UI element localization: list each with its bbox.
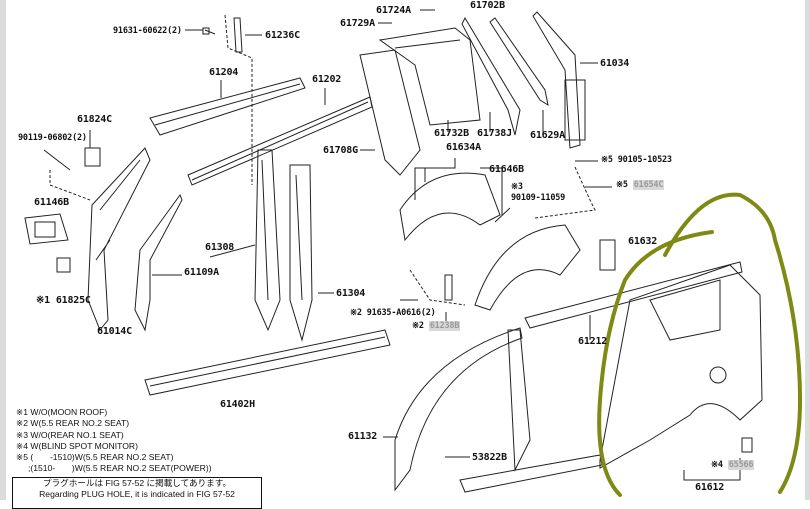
part-65566 xyxy=(741,437,753,453)
part-61034 xyxy=(532,11,586,149)
label-90105-10523[interactable]: ※5 90105-10523 xyxy=(601,155,672,165)
label-91635-A0616[interactable]: ※2 91635-A0616(2) xyxy=(350,308,436,318)
part-61014C xyxy=(87,147,151,331)
label-61034[interactable]: 61034 xyxy=(600,58,630,69)
note-mark: ※2 xyxy=(412,321,424,331)
part-61146B xyxy=(24,213,69,245)
plug-hole-note-en: Regarding PLUG HOLE, it is indicated in … xyxy=(39,489,235,499)
part-61236C xyxy=(233,17,243,53)
label-53822B[interactable]: 53822B xyxy=(472,452,507,463)
part-61634A xyxy=(399,172,501,242)
label-90119-06802[interactable]: 90119-06802(2) xyxy=(18,133,87,143)
label-61646B[interactable]: 61646B xyxy=(489,164,524,175)
label-91631-60622[interactable]: 91631-60622(2) xyxy=(113,26,182,36)
right-frame-edge xyxy=(805,0,810,500)
part-61708G xyxy=(359,49,421,176)
footnote: ※4 W(BLIND SPOT MONITOR) xyxy=(16,440,138,451)
label-61238B[interactable]: ※2 61238B xyxy=(412,321,461,332)
label-61212[interactable]: 61212 xyxy=(578,336,608,347)
label-61146B[interactable]: 61146B xyxy=(34,197,69,208)
label-61629A[interactable]: 61629A xyxy=(530,130,565,141)
label-61014C[interactable]: 61014C xyxy=(97,326,132,337)
footnote: ※3 W/O(REAR NO.1 SEAT) xyxy=(16,429,124,440)
label-61825C[interactable]: ※1 61825C xyxy=(36,295,91,306)
note-mark: ※5 xyxy=(616,180,628,190)
label-61308[interactable]: 61308 xyxy=(205,242,235,253)
plug-hole-note-box: プラグホールは FIG 57-52 に掲載してあります。 Regarding P… xyxy=(12,477,262,509)
label-61236C[interactable]: 61236C xyxy=(265,30,300,41)
label-61634A[interactable]: 61634A xyxy=(446,142,481,153)
label-note-mark-3: ※3 xyxy=(511,182,523,192)
part-61304 xyxy=(289,164,313,342)
label-61632[interactable]: 61632 xyxy=(628,236,658,247)
label-61612[interactable]: 61612 xyxy=(695,482,725,493)
part-61632 xyxy=(474,224,616,311)
part-number-highlighted: 61654C xyxy=(632,180,665,190)
part-61612 xyxy=(599,264,763,469)
part-number-highlighted: 61238B xyxy=(428,321,461,331)
leader-lines xyxy=(43,9,741,481)
part-61212 xyxy=(524,261,743,329)
part-61238B xyxy=(444,274,453,301)
part-61402H xyxy=(144,329,391,396)
part-61702B xyxy=(461,16,521,136)
part-61204 xyxy=(149,77,306,136)
footnotes: ※1 W/O(MOON ROOF) ※2 W(5.5 REAR NO.2 SEA… xyxy=(16,407,212,475)
label-61204[interactable]: 61204 xyxy=(209,67,239,78)
part-61109A xyxy=(134,193,183,332)
left-frame-edge xyxy=(0,0,6,500)
marker-highlight-circle xyxy=(597,192,803,497)
part-61702B-frame xyxy=(378,27,481,126)
label-61729A[interactable]: 61729A xyxy=(340,18,375,29)
plug-hole-note-jp: プラグホールは FIG 57-52 に掲載してあります。 xyxy=(42,478,232,488)
label-61132[interactable]: 61132 xyxy=(348,431,378,442)
part-61308 xyxy=(254,149,281,332)
part-61824C xyxy=(84,147,101,167)
label-61824C[interactable]: 61824C xyxy=(77,114,112,125)
label-61304[interactable]: 61304 xyxy=(336,288,366,299)
label-61109A[interactable]: 61109A xyxy=(184,267,219,278)
part-91631-bolt xyxy=(202,27,216,35)
label-61654C[interactable]: ※5 61654C xyxy=(616,180,665,191)
part-61825C xyxy=(56,257,71,273)
footnote: ※1 W/O(MOON ROOF) xyxy=(16,407,108,417)
footnote: ※5 ( -1510)W(5.5 REAR NO.2 SEAT) xyxy=(16,452,174,463)
footnote: ;(1510- )W(5.5 REAR NO.2 SEAT(POWER)) xyxy=(16,463,212,474)
part-61629A xyxy=(489,17,549,107)
part-61202 xyxy=(187,96,373,186)
part-rocker xyxy=(459,329,603,493)
fuel-lid xyxy=(709,366,727,384)
label-61702B[interactable]: 61702B xyxy=(470,0,505,11)
label-61402H[interactable]: 61402H xyxy=(220,399,255,410)
label-61738J[interactable]: 61738J xyxy=(477,128,512,139)
label-61732B[interactable]: 61732B xyxy=(434,128,469,139)
footnote: ※2 W(5.5 REAR NO.2 SEAT) xyxy=(16,418,130,429)
label-61724A[interactable]: 61724A xyxy=(376,5,411,16)
part-number-highlighted: 65566 xyxy=(727,460,755,470)
label-65566[interactable]: ※4 65566 xyxy=(711,460,755,471)
note-mark: ※4 xyxy=(711,460,723,470)
label-61202[interactable]: 61202 xyxy=(312,74,342,85)
part-61132 xyxy=(394,327,523,492)
label-90109-11059[interactable]: 90109-11059 xyxy=(511,193,566,203)
label-61708G[interactable]: 61708G xyxy=(323,145,358,156)
